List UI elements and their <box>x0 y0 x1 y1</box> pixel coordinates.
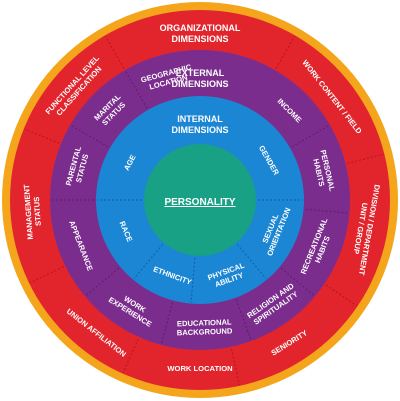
external-title-line-2: DIMENSIONS <box>171 79 228 89</box>
organizational-label-line: MANAGEMENT <box>22 184 35 240</box>
organizational-label-line: STATUS <box>32 196 43 226</box>
external-divider <box>70 125 109 148</box>
external-label: EDUCATIONALBACKGROUND <box>176 317 233 337</box>
organizational-title: ORGANIZATIONAL DIMENSIONS <box>160 23 241 44</box>
internal-divider <box>236 244 267 280</box>
external-divider <box>280 267 315 297</box>
external-divider <box>125 70 148 109</box>
external-divider <box>85 267 120 297</box>
internal-title-line-1: INTERNAL <box>177 114 223 124</box>
organizational-label: MANAGEMENTSTATUS <box>22 183 44 240</box>
external-title: EXTERNAL DIMENSIONS <box>171 68 228 89</box>
external-label-line: BACKGROUND <box>177 326 233 337</box>
external-title-line-1: EXTERNAL <box>176 68 225 78</box>
organizational-title-line-2: DIMENSIONS <box>171 34 228 44</box>
internal-title-line-2: DIMENSIONS <box>171 125 228 135</box>
segment-dividers <box>24 36 384 385</box>
internal-divider <box>190 257 196 303</box>
external-divider <box>291 125 330 148</box>
organizational-label: WORK LOCATION <box>167 364 232 373</box>
personality-core <box>144 144 256 256</box>
external-divider <box>160 302 174 345</box>
organizational-label-line: WORK LOCATION <box>167 364 232 373</box>
organizational-title-line-1: ORGANIZATIONAL <box>160 23 241 33</box>
external-divider <box>235 299 252 341</box>
internal-divider <box>133 244 164 280</box>
external-divider <box>305 208 349 214</box>
personality-label: PERSONALITY <box>164 197 235 208</box>
external-label-line: EDUCATIONAL <box>177 317 232 328</box>
internal-title: INTERNAL DIMENSIONS <box>171 114 228 135</box>
